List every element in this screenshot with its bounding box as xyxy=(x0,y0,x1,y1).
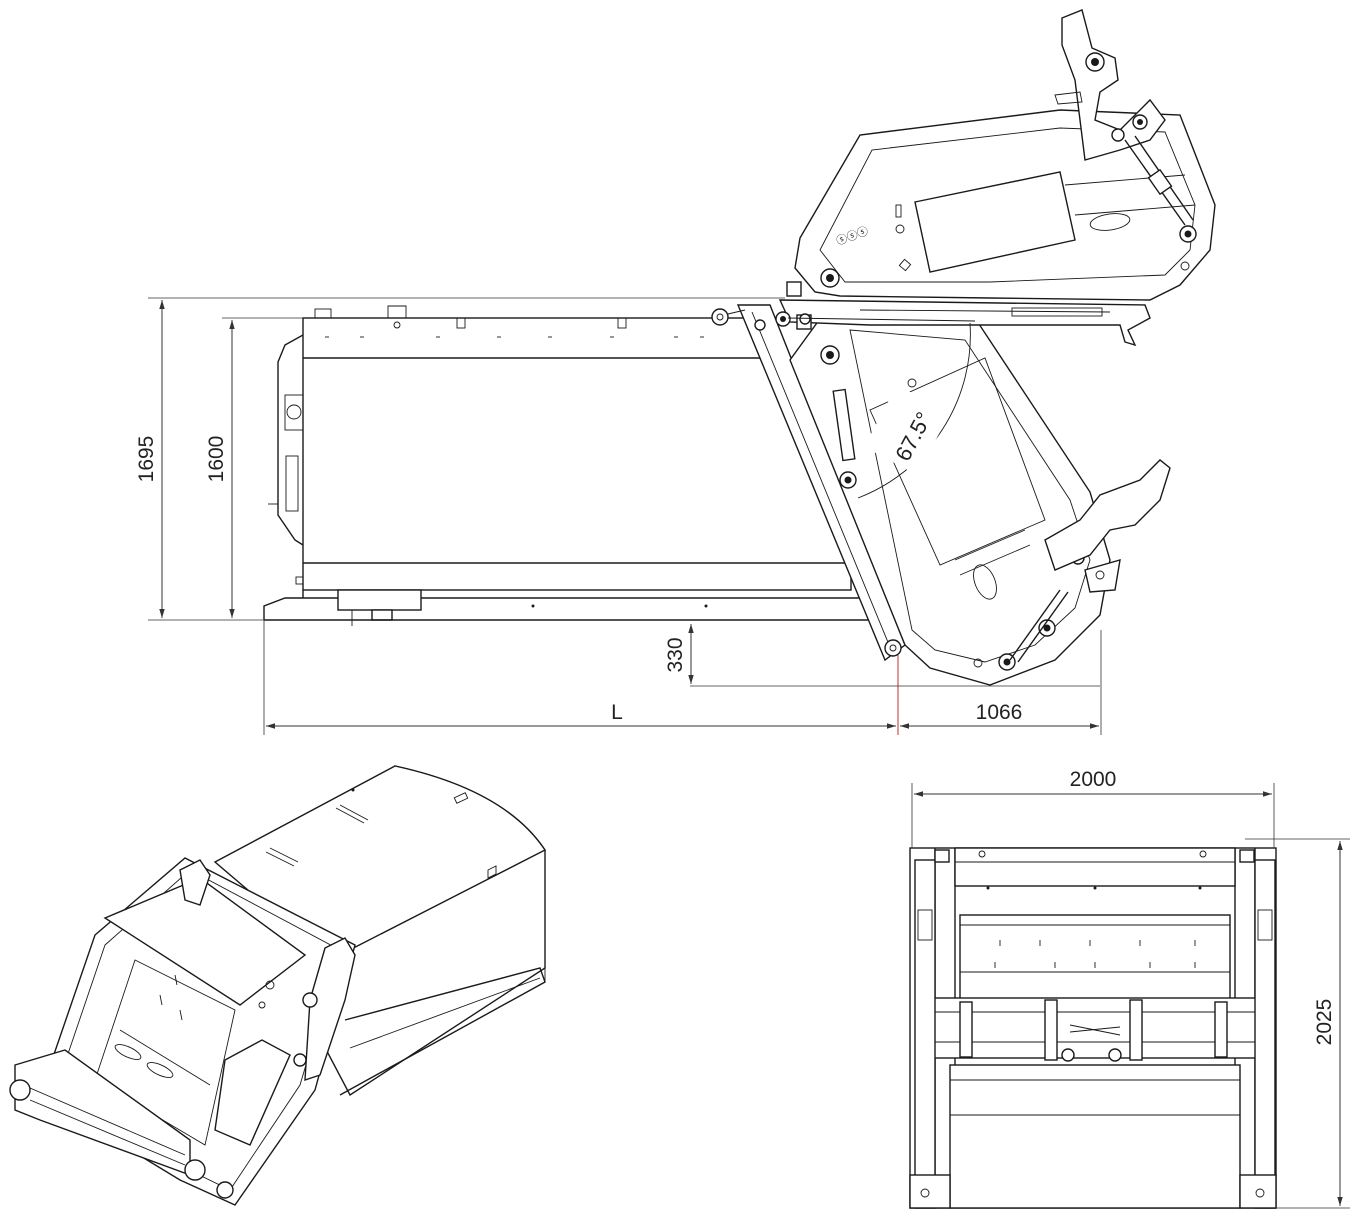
dim-2025-label: 2025 xyxy=(1313,999,1336,1046)
dim-1600-label: 1600 xyxy=(205,436,228,483)
dim-1695-label: 1695 xyxy=(135,436,158,483)
dim-330-label: 330 xyxy=(664,637,687,672)
isometric-view xyxy=(9,765,547,1206)
dim-2000-label: 2000 xyxy=(1070,768,1117,791)
side-view: ⓢⓢⓢ xyxy=(263,9,1216,735)
dim-length-label: L xyxy=(611,701,623,724)
side-view-dimensions xyxy=(148,297,1102,735)
rear-view-dimensions xyxy=(911,783,1350,1209)
rear-view xyxy=(909,847,1277,1209)
dim-1066-label: 1066 xyxy=(976,701,1023,724)
